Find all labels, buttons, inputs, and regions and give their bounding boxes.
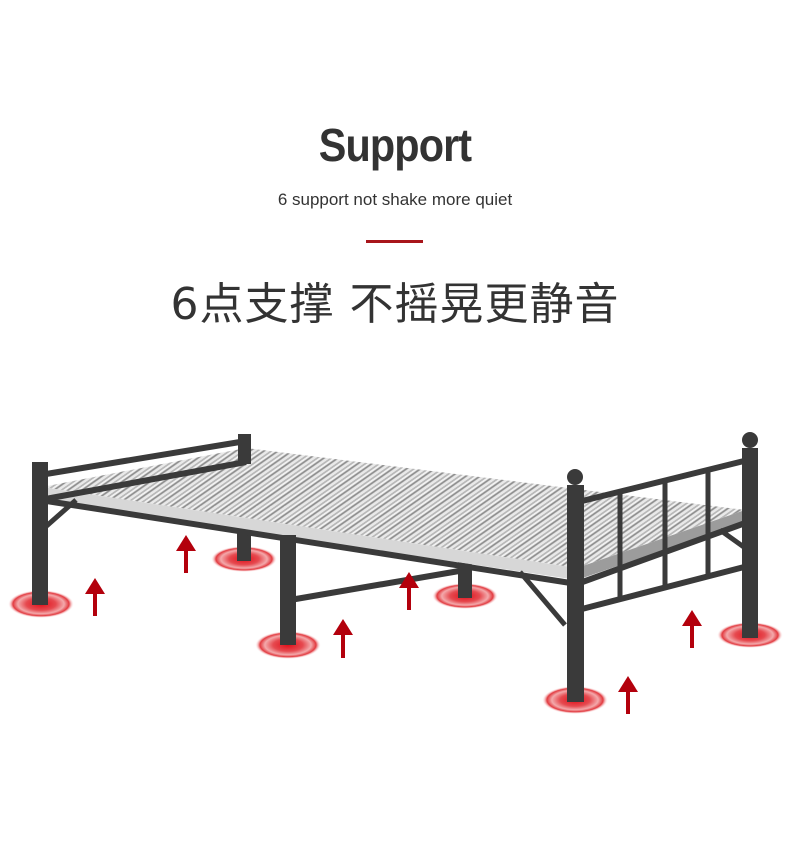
arrow-up-icon <box>85 578 105 616</box>
arrow-up-icon <box>333 619 353 658</box>
arrow-up-icon <box>399 572 419 610</box>
arrow-up-icon <box>176 535 196 573</box>
page-subtitle: 6 support not shake more quiet <box>277 190 513 209</box>
page-title: Support <box>318 119 472 171</box>
arrow-up-icon <box>618 676 638 714</box>
arrow-up-icon <box>682 610 702 648</box>
title-divider <box>366 240 423 243</box>
feature-headline: 6点支撑 不摇晃更静音 <box>170 279 620 330</box>
support-arrows <box>85 535 702 714</box>
